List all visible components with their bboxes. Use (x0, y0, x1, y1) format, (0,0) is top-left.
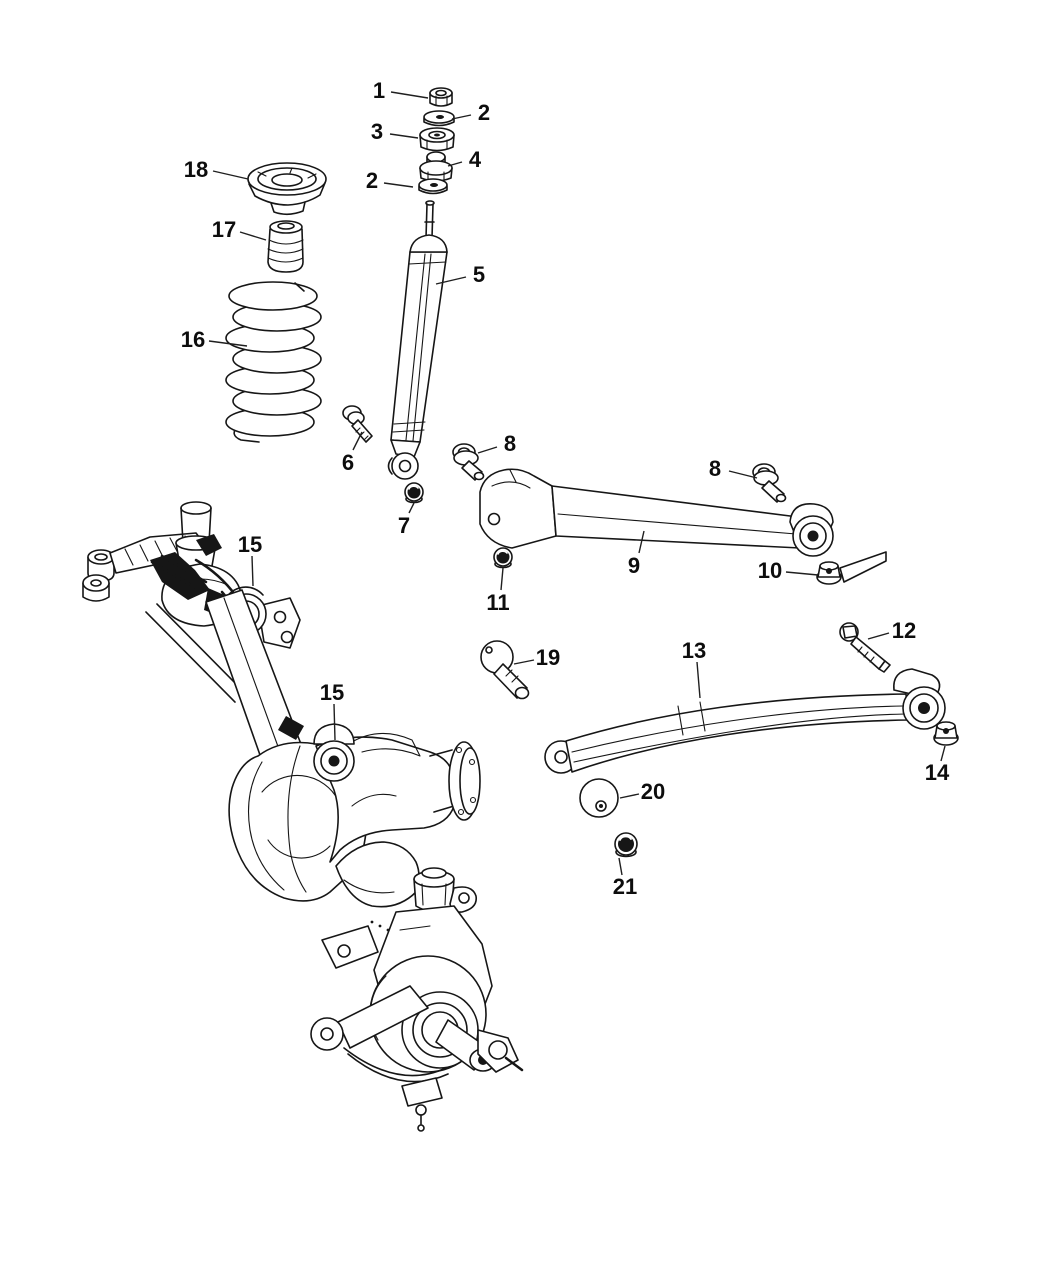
callout-leader-2 (451, 114, 472, 120)
callout-label-3: 3 (371, 119, 383, 144)
washer-2a-drawing (423, 110, 455, 127)
callout-leader-4 (447, 161, 463, 167)
callout-leader-12 (867, 632, 890, 640)
callout-leader-16 (208, 340, 248, 347)
callout-leader-13 (696, 661, 701, 699)
callout-label-7: 7 (398, 513, 410, 538)
callout-label-8: 8 (504, 431, 516, 456)
callout-leader-2 (383, 182, 414, 188)
callout-label-15: 15 (320, 680, 344, 705)
callout-label-15: 15 (238, 532, 262, 557)
bushing-15b-drawing (313, 723, 355, 782)
callout-leader-18 (212, 170, 249, 180)
bolt-12-drawing (839, 622, 891, 673)
callout-leader-14 (940, 745, 946, 762)
lower-control-arm-13-drawing (544, 668, 946, 774)
callout-leader-17 (239, 231, 267, 241)
callout-leader-15 (251, 555, 254, 587)
callout-label-8: 8 (709, 456, 721, 481)
nut-10-drawing (816, 551, 887, 585)
callout-label-10: 10 (758, 558, 782, 583)
callout-label-16: 16 (181, 327, 205, 352)
callout-leader-21 (618, 857, 623, 876)
callout-leader-6 (352, 431, 363, 451)
callout-leader-8 (477, 446, 498, 454)
jounce-bumper-17-drawing (267, 220, 304, 273)
upper-control-arm-9-drawing (479, 468, 834, 557)
bolt-8b-drawing (752, 463, 787, 503)
callout-label-2: 2 (478, 100, 490, 125)
callout-label-19: 19 (536, 645, 560, 670)
callout-label-18: 18 (184, 157, 208, 182)
callout-label-20: 20 (641, 779, 665, 804)
callout-label-9: 9 (628, 553, 640, 578)
callout-leader-10 (785, 571, 819, 576)
nut-7-drawing (404, 482, 424, 504)
axle-assembly-drawing (82, 501, 524, 1132)
callout-label-17: 17 (212, 217, 236, 242)
callout-label-13: 13 (682, 638, 706, 663)
callout-leader-1 (390, 91, 429, 99)
bolt-8a-drawing (452, 443, 485, 481)
spring-seat-18-drawing (247, 162, 327, 216)
callout-leader-15 (333, 703, 336, 741)
shock-absorber-5-drawing (387, 200, 448, 480)
cam-washer-20-drawing (579, 778, 619, 818)
callout-label-21: 21 (613, 874, 637, 899)
callout-label-11: 11 (486, 590, 509, 615)
callout-label-2: 2 (366, 168, 378, 193)
washer-2b-drawing (418, 178, 448, 195)
callout-label-1: 1 (373, 78, 385, 103)
callout-label-12: 12 (892, 618, 916, 643)
callout-leader-9 (638, 530, 645, 554)
callout-leader-5 (435, 276, 467, 285)
cam-bolt-19-drawing (480, 640, 530, 700)
callout-label-14: 14 (925, 760, 950, 785)
callout-leader-3 (389, 133, 419, 139)
parts-artwork (82, 87, 959, 1132)
callout-leader-19 (513, 659, 535, 665)
nut-1-drawing (429, 87, 453, 107)
nut-11-drawing (493, 547, 513, 569)
callout-label-4: 4 (469, 147, 482, 172)
callout-leader-7 (408, 502, 415, 514)
callout-leader-20 (619, 793, 640, 799)
callout-label-6: 6 (342, 450, 354, 475)
nut-21-drawing (614, 832, 638, 858)
retainer-4-drawing (419, 151, 453, 182)
bushing-3-drawing (419, 127, 455, 152)
coil-spring-16-drawing (225, 281, 322, 443)
callout-leader-8 (728, 470, 758, 479)
callout-leader-11 (500, 567, 504, 591)
nut-14-drawing (933, 721, 959, 746)
callout-label-5: 5 (473, 262, 485, 287)
